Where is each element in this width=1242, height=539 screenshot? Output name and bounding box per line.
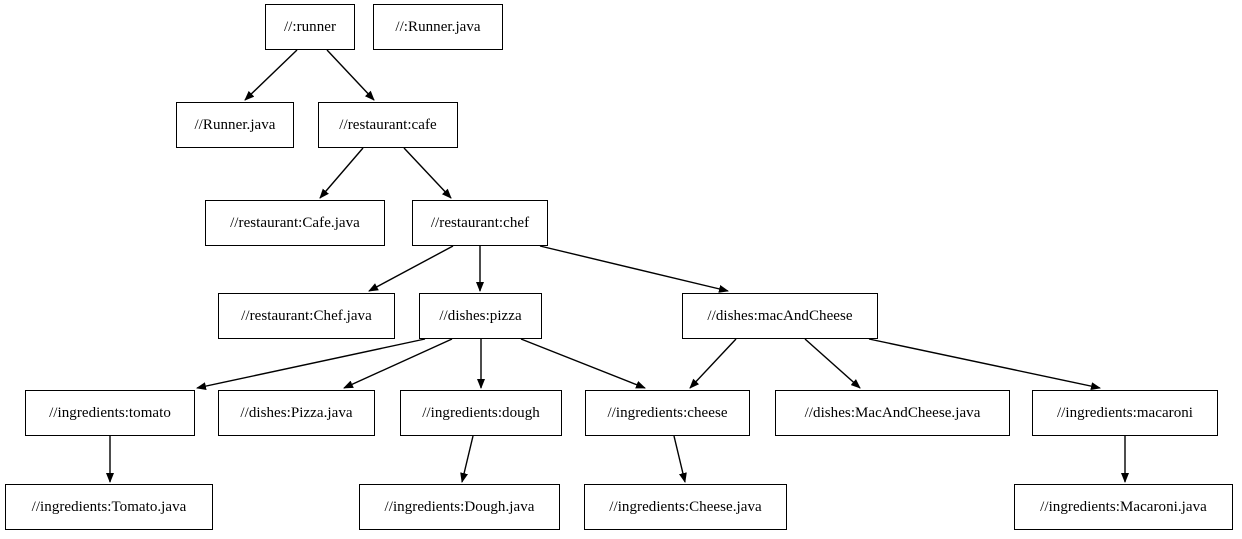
graph-node-runner_java[interactable]: //Runner.java (176, 102, 294, 148)
graph-edge (343, 338, 453, 389)
graph-node-label: //dishes:MacAndCheese.java (804, 404, 981, 421)
graph-edge (460, 435, 474, 483)
graph-edge (804, 338, 861, 389)
graph-node-restaurant_cafe_java[interactable]: //restaurant:Cafe.java (205, 200, 385, 246)
graph-edge (689, 338, 737, 389)
graph-node-label: //ingredients:macaroni (1056, 404, 1194, 421)
graph-node-label: //Runner.java (194, 116, 276, 133)
graph-node-label: //:Runner.java (395, 18, 481, 35)
graph-node-dishes_pizza[interactable]: //dishes:pizza (419, 293, 542, 339)
graph-node-restaurant_chef_java[interactable]: //restaurant:Chef.java (218, 293, 395, 339)
graph-edge (539, 245, 729, 293)
graph-node-runner[interactable]: //:runner (265, 4, 355, 50)
graph-node-label: //dishes:Pizza.java (240, 404, 353, 421)
graph-node-label: //ingredients:Tomato.java (31, 498, 187, 515)
graph-node-label: //ingredients:Dough.java (384, 498, 535, 515)
graph-node-label: //dishes:macAndCheese (707, 307, 853, 324)
graph-node-label: //ingredients:Cheese.java (609, 498, 762, 515)
graph-node-label: //ingredients:dough (422, 404, 540, 421)
graph-edge (196, 338, 426, 391)
graph-edge (326, 49, 375, 101)
graph-edge (319, 147, 364, 199)
graph-node-ing_cheese_java[interactable]: //ingredients:Cheese.java (584, 484, 787, 530)
graph-edge (368, 245, 454, 292)
graph-node-runner_java_root[interactable]: //:Runner.java (373, 4, 503, 50)
graph-node-ing_macaroni_java[interactable]: //ingredients:Macaroni.java (1014, 484, 1233, 530)
graph-node-ing_dough[interactable]: //ingredients:dough (400, 390, 562, 436)
graph-node-ing_cheese[interactable]: //ingredients:cheese (585, 390, 750, 436)
graph-node-dishes_macandcheese[interactable]: //dishes:macAndCheese (682, 293, 878, 339)
graph-node-ing_tomato_java[interactable]: //ingredients:Tomato.java (5, 484, 213, 530)
graph-node-restaurant_chef[interactable]: //restaurant:chef (412, 200, 548, 246)
graph-node-label: //restaurant:Chef.java (241, 307, 372, 324)
graph-edge (673, 435, 687, 483)
graph-node-ing_macaroni[interactable]: //ingredients:macaroni (1032, 390, 1218, 436)
graph-node-label: //ingredients:Macaroni.java (1040, 498, 1207, 515)
graph-edge (868, 338, 1101, 391)
graph-node-label: //ingredients:tomato (49, 404, 171, 421)
graph-node-label: //restaurant:cafe (339, 116, 437, 133)
graph-node-dishes_mac_java[interactable]: //dishes:MacAndCheese.java (775, 390, 1010, 436)
graph-node-label: //dishes:pizza (439, 307, 522, 324)
graph-edge (244, 49, 298, 101)
graph-node-ing_dough_java[interactable]: //ingredients:Dough.java (359, 484, 560, 530)
graph-node-restaurant_cafe[interactable]: //restaurant:cafe (318, 102, 458, 148)
graph-edge (403, 147, 452, 199)
graph-node-label: //:runner (283, 18, 337, 35)
graph-node-label: //restaurant:Cafe.java (230, 214, 360, 231)
graph-node-label: //restaurant:chef (430, 214, 530, 231)
graph-node-dishes_pizza_java[interactable]: //dishes:Pizza.java (218, 390, 375, 436)
graph-node-ing_tomato[interactable]: //ingredients:tomato (25, 390, 195, 436)
graph-edge (520, 338, 646, 389)
graph-node-label: //ingredients:cheese (607, 404, 728, 421)
